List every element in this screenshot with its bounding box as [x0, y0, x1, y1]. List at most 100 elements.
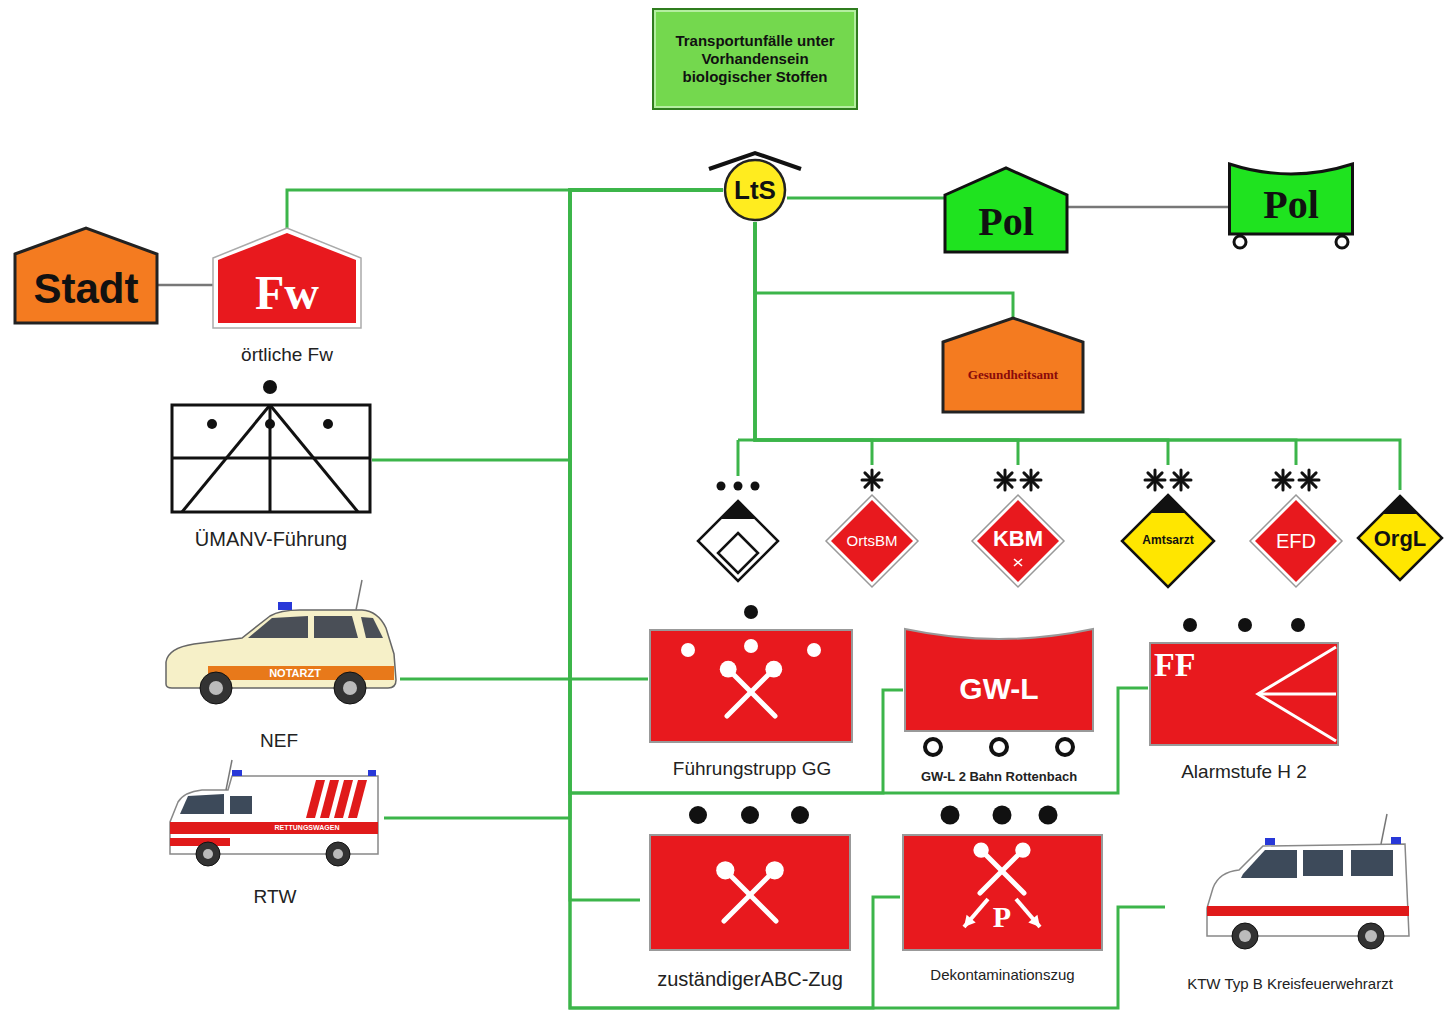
wheel	[200, 672, 232, 704]
ladle-symbol	[986, 855, 1025, 894]
ladle-head	[766, 861, 784, 879]
branch-wire	[738, 439, 755, 442]
van-body	[1207, 844, 1409, 936]
rank-dot	[941, 806, 960, 825]
text-slot: Stadt	[15, 262, 157, 316]
symbol-line	[1258, 693, 1336, 696]
ladle-head	[765, 661, 782, 678]
wheel	[1057, 739, 1073, 755]
vehicle-lettering: NOTARZT	[269, 667, 321, 679]
text-slot: KTW Typ B Kreisfeuerwehrarzt	[1165, 972, 1415, 996]
vehicle-body	[905, 629, 1093, 731]
node-shape	[1165, 818, 1415, 1000]
text-slot: KBM	[970, 524, 1066, 554]
rank-star	[1174, 473, 1188, 487]
node-text: Amtsarzt	[1142, 534, 1193, 547]
connector-line	[787, 197, 945, 200]
command-post-symbol: ÜMANV-Führung	[170, 378, 372, 553]
text-slot: Pol	[945, 196, 1067, 248]
wheel	[196, 842, 220, 866]
car-window	[361, 617, 383, 638]
function-diamond-node: EFD	[1248, 465, 1344, 590]
node-text: Stadt	[34, 266, 139, 312]
rank-star	[1148, 473, 1162, 487]
node-shape	[824, 465, 920, 590]
van-window	[1241, 850, 1297, 878]
node-caption: Führungstrupp GG	[673, 759, 831, 780]
van-stripe	[170, 822, 378, 834]
node-caption: zuständigerABC-Zug	[657, 968, 843, 990]
unit-symbol: Führungstrupp GG	[648, 602, 856, 782]
node-caption: ÜMANV-Führung	[195, 528, 347, 550]
rank-dot	[1238, 618, 1252, 632]
connector-line	[570, 190, 1165, 1008]
text-slot: ÜMANV-Führung	[170, 526, 372, 552]
function-diamond	[1122, 495, 1214, 587]
blue-light	[1391, 837, 1401, 844]
node-caption: örtliche Fw	[241, 345, 333, 366]
text-slot: EFD	[1248, 527, 1344, 555]
car-window	[314, 616, 358, 638]
label-slot: NOTARZT	[240, 666, 350, 680]
rank-dot	[993, 806, 1012, 825]
rank-dot	[681, 643, 695, 657]
node-text: LtS	[734, 176, 776, 205]
connector-line	[287, 190, 723, 228]
blue-light	[368, 770, 376, 776]
diamond-cap	[720, 501, 756, 519]
wheel	[1232, 923, 1258, 949]
text-slot: NEF	[158, 728, 400, 754]
wheel-hub	[209, 681, 223, 695]
ladle-head	[1015, 842, 1030, 857]
ladle-symbol	[980, 855, 1019, 894]
function-diamond	[1250, 495, 1342, 587]
rank-star	[998, 473, 1012, 487]
label-slot: RETTUNGSWAGEN	[252, 822, 362, 834]
node-shape	[903, 625, 1095, 790]
unit-rect	[903, 835, 1102, 950]
wheel-hub	[203, 849, 213, 859]
decontamination-unit-symbol: PDekontaminationszug	[900, 803, 1105, 991]
rank-dot	[1291, 618, 1305, 632]
wheel-hub	[343, 681, 357, 695]
text-slot: P	[982, 897, 1022, 935]
text-slot: zuständigerABC-Zug	[640, 965, 860, 993]
unit-symbol: zuständigerABC-Zug	[640, 803, 860, 995]
diamond-cap	[1150, 495, 1186, 513]
text-slot: Amtsarzt	[1120, 531, 1216, 551]
police-vehicle: Pol	[1228, 162, 1354, 250]
wheel	[1358, 923, 1384, 949]
text-slot: Führungstrupp GG	[648, 756, 856, 782]
diamond-cap	[1382, 496, 1418, 514]
node-text: Fw	[255, 267, 319, 320]
rank-dot	[744, 639, 758, 653]
rank-star	[1276, 473, 1290, 487]
blue-light	[278, 602, 292, 610]
car-window	[248, 616, 308, 638]
connector-line	[157, 284, 213, 287]
function-diamond	[972, 495, 1064, 587]
connector-line	[755, 222, 1168, 465]
ladle-head	[716, 861, 734, 879]
leader-diamond	[698, 501, 778, 581]
rank-dot	[734, 482, 743, 491]
logistics-vehicle: GW-LGW-L 2 Bahn Rottenbach	[903, 625, 1095, 790]
text-slot: Fw	[213, 264, 361, 322]
wheel	[1234, 236, 1246, 248]
node-text: P	[993, 900, 1011, 933]
text-slot: Gesundheitsamt	[943, 362, 1083, 388]
text-slot: GW-L 2 Bahn Rottenbach	[903, 767, 1095, 787]
rank-star	[1302, 473, 1316, 487]
ladle-head	[720, 661, 737, 678]
blue-light	[232, 770, 242, 776]
ladle-symbol	[733, 674, 775, 716]
node-caption: RTW	[254, 887, 297, 908]
node-text: OrtsBM	[847, 533, 898, 550]
building-outline	[945, 168, 1067, 252]
health-office-building: Gesundheitsamt	[943, 318, 1083, 412]
rank-star	[1024, 473, 1038, 487]
function-diamond	[1358, 496, 1442, 580]
van-body	[170, 776, 378, 854]
text-slot: OrtsBM	[824, 529, 920, 553]
unit-rect	[650, 630, 852, 742]
